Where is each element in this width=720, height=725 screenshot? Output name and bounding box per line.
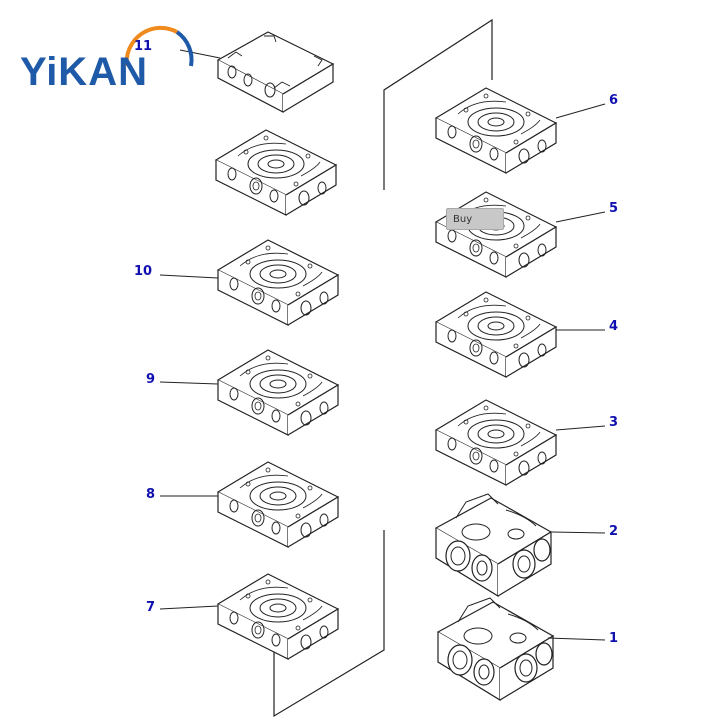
leader-line-3 [555,425,606,431]
part-section-block [215,129,337,216]
leader-line-9 [159,381,219,385]
part-section-block [435,191,557,278]
brand-logo-text: YiKAN [20,50,148,94]
leader-line-2 [551,531,606,534]
callout-number: 2 [609,524,619,539]
callout-number: 10 [134,264,153,279]
guide-line-left [273,530,385,718]
part-inlet-body [435,493,552,597]
leader-line-6 [555,103,606,119]
callout-number: 4 [609,319,619,334]
leader-line-1 [547,637,606,641]
part-section-block [435,87,557,174]
part-cover-block [217,31,334,113]
part-section-block [217,573,339,660]
buy-button[interactable]: Buy [446,208,504,230]
part-inlet-body [437,597,554,701]
leader-line-7 [159,605,219,610]
callout-number: 5 [609,201,619,216]
callout-number: 7 [146,600,156,615]
logo-arc-icon [124,25,194,67]
leader-lines [159,49,606,641]
guide-line-right [383,18,493,190]
callout-number: 8 [146,487,156,502]
part-section-block [217,349,339,436]
part-section-block [435,399,557,486]
part-section-block [217,239,339,326]
callout-number: 9 [146,372,156,387]
callout-number: 11 [134,39,153,54]
leader-line-11 [179,49,221,59]
part-section-block [217,461,339,548]
callout-number: 6 [609,93,619,108]
callout-number: 1 [609,631,619,646]
leader-line-10 [159,274,219,279]
leader-line-5 [555,211,606,223]
part-section-block [435,291,557,378]
brand-logo: YiKAN [20,25,195,100]
callout-number: 3 [609,415,619,430]
